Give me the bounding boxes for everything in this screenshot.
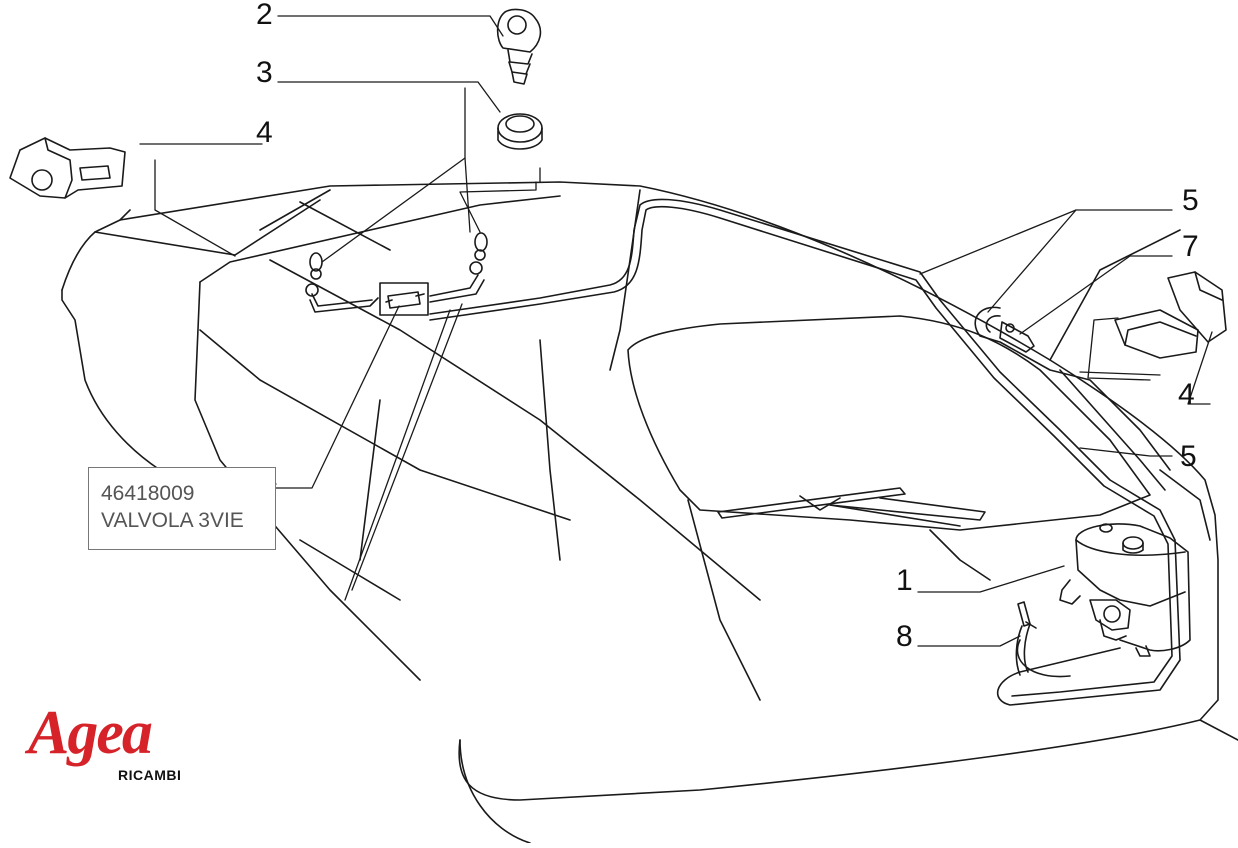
logo-wordmark: Agea — [28, 699, 153, 767]
part-1-reservoir — [1059, 523, 1191, 657]
roof-nozzles — [305, 232, 488, 297]
logo-subtitle: RICAMBI — [118, 767, 182, 783]
part-4-clip-left — [9, 137, 126, 199]
wiper-blade — [717, 487, 986, 527]
callout-2: 2 — [256, 0, 273, 31]
callout-7: 7 — [1182, 230, 1199, 263]
part-code: 46418009 — [101, 482, 195, 505]
callout-4-left: 4 — [256, 116, 273, 149]
part-name: VALVOLA 3VIE — [101, 509, 244, 532]
part-3-grommet — [497, 113, 543, 150]
callout-5-upper: 5 — [1182, 184, 1199, 217]
washer-hose — [309, 198, 1181, 706]
part-7-connector — [999, 321, 1035, 353]
part-8-hose — [1015, 601, 1037, 676]
part-4-clip-right — [1114, 271, 1227, 359]
part-2-nozzle — [496, 8, 542, 85]
part-info-box: 46418009 VALVOLA 3VIE — [88, 467, 276, 550]
callout-5-lower: 5 — [1180, 440, 1197, 473]
callout-4-right: 4 — [1178, 378, 1195, 411]
callout-3: 3 — [256, 56, 273, 89]
callout-8: 8 — [896, 620, 913, 653]
leader-lines — [139, 15, 1213, 647]
callout-1: 1 — [896, 564, 913, 597]
three-way-valve — [379, 282, 429, 316]
